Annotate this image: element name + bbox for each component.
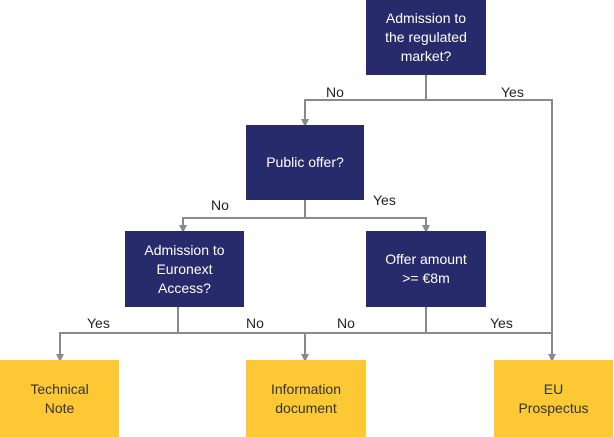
edge-label-euronext-yes: Yes — [87, 315, 110, 331]
outcome-technical-note: Technical Note — [0, 360, 119, 437]
outcome-information-document-label: Information document — [270, 380, 342, 416]
decision-regulated-market: Admission to the regulated market? — [366, 0, 486, 75]
decision-euronext-access-label: Admission to Euronext Access? — [144, 241, 225, 296]
edge-label-regulated-no: No — [326, 84, 344, 100]
connector-offer-amount-to-information-document — [305, 307, 427, 334]
connector-public-offer-to-euronext — [179, 200, 306, 233]
decision-offer-amount-label: Offer amount >= €8m — [385, 251, 467, 286]
decision-public-offer: Public offer? — [246, 125, 364, 200]
outcome-eu-prospectus-label: EU Prospectus — [518, 380, 589, 416]
outcome-information-document: Information document — [246, 360, 366, 437]
outcome-technical-note-label: Technical Note — [30, 380, 89, 416]
connector-public-offer-to-offer-amount — [305, 217, 430, 233]
decision-offer-amount: Offer amount >= €8m — [366, 231, 486, 307]
decision-public-offer-label: Public offer? — [266, 154, 344, 170]
outcome-eu-prospectus: EU Prospectus — [494, 360, 613, 437]
edge-label-offer-amount-yes: Yes — [490, 315, 513, 331]
edge-label-euronext-no: No — [246, 315, 264, 331]
edge-label-offer-amount-no: No — [337, 315, 355, 331]
edge-label-regulated-yes: Yes — [501, 84, 524, 100]
edge-label-public-offer-yes: Yes — [373, 192, 396, 208]
decision-regulated-market-label: Admission to the regulated market? — [385, 10, 467, 64]
decision-euronext-access: Admission to Euronext Access? — [125, 231, 244, 307]
connector-euronext-to-information-document — [178, 332, 309, 362]
connector-regulated-to-public-offer — [301, 75, 427, 127]
connector-regulated-to-eu-prospectus — [426, 99, 556, 362]
connector-euronext-to-technical-note — [56, 307, 179, 362]
edge-label-public-offer-no: No — [211, 197, 229, 213]
